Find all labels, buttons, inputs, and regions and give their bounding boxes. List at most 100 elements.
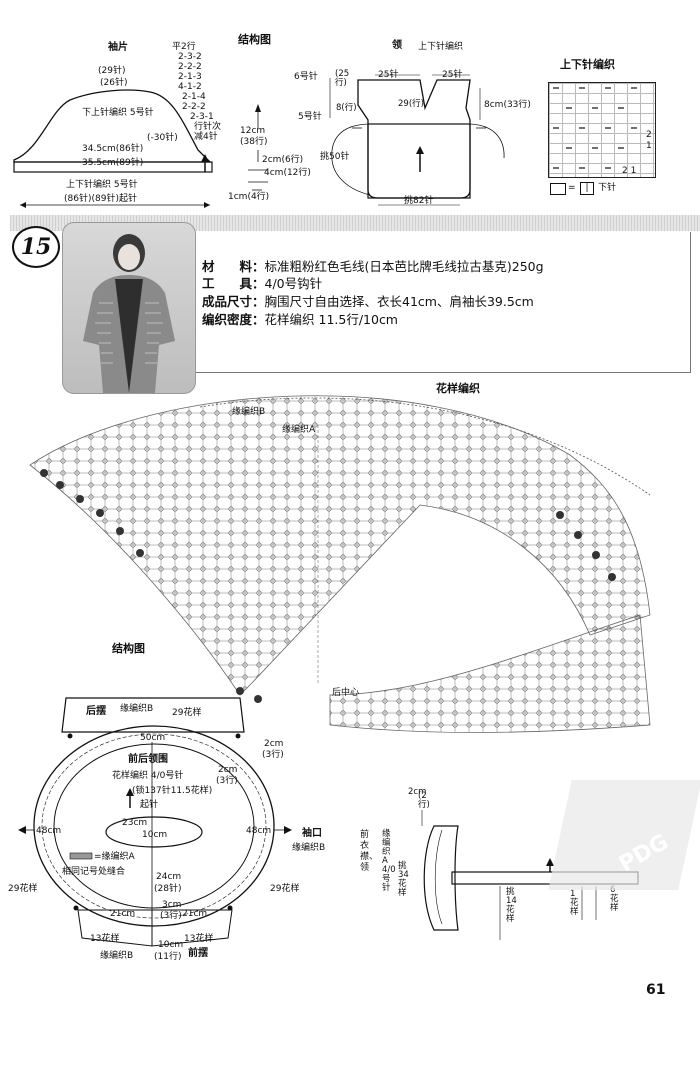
spec-label: 编织密度： (202, 312, 265, 327)
spec-value: 花样编织 11.5行/10cm (264, 312, 398, 327)
rows-3-inner: (3行) (216, 776, 238, 786)
step: 2-1-3 (178, 72, 202, 82)
chart-col-nums: 2 1 (622, 166, 637, 176)
edge-b-label: 缘编织B (232, 407, 266, 417)
spec-row-tools: 工 具：4/0号钩针 (202, 276, 322, 292)
project-number-badge: 15 (12, 226, 60, 268)
pattern-29-left: 29花样 (8, 884, 38, 894)
lace-chart-title: 花样编织 (436, 382, 480, 395)
minus-30: (-30针) (147, 133, 178, 143)
rows-25: (25行) (335, 69, 350, 88)
lace-lower-band (329, 614, 651, 733)
pick-82: 挑82针 (404, 196, 434, 206)
pattern-1: 1花样 (570, 889, 579, 917)
step: 2-3-1 (190, 112, 214, 122)
spec-value: 4/0号钩针 (264, 276, 323, 291)
legend-seam: 相同记号处缝合 (62, 867, 126, 877)
pattern-13-right: 13花样 (184, 934, 214, 944)
front-hem-label: 前摆 (188, 948, 208, 959)
structure-title-top: 结构图 (238, 33, 271, 46)
collar-body (367, 123, 471, 199)
pattern-6: 6花样 (610, 885, 619, 913)
sleeve-outline (13, 89, 212, 163)
chart-row-2: 2 (646, 130, 652, 140)
ribbing-label: 上下针编织 5号针 (66, 180, 138, 190)
neck-pattern-label: 花样编织 4/0号针 (112, 771, 184, 781)
rows-3-front: (3行) (160, 911, 182, 921)
step: 减4针 (194, 132, 218, 142)
width-50: 50cm (140, 733, 166, 743)
body-structure-diagram (18, 697, 292, 947)
increase-steps: 平2行 2-3-2 2-2-2 2-1-3 4-1-2 2-1-4 2-2-2 … (172, 42, 222, 142)
rows-3-right: (3行) (262, 750, 284, 760)
structure-title-bottom: 结构图 (112, 642, 145, 655)
spec-label: 工 具： (202, 276, 265, 291)
pattern-29-top: 29花样 (172, 708, 202, 718)
spec-row-gauge: 编织密度：花样编织 11.5行/10cm (202, 312, 398, 328)
sleeve-diagram (13, 74, 505, 208)
sleeve-cuff-band (13, 161, 213, 173)
spec-value: 胸围尺寸自由选择、衣长41cm、肩袖长39.5cm (264, 294, 534, 309)
width-2cm-front: 2cm (408, 787, 427, 797)
inner-23: 23cm (122, 818, 148, 828)
pattern-29-right: 29花样 (270, 884, 300, 894)
edge-a-label: 缘编织A (282, 425, 316, 435)
collar-subtitle: 上下针编织 (418, 42, 464, 52)
step: 平2行 (172, 42, 196, 52)
height-38rows: (38行) (240, 137, 268, 147)
watermark-shape (548, 780, 700, 890)
sleeve-pattern-label: 下上针编织 5号针 (82, 108, 154, 118)
back-center-label: 后中心 (332, 688, 360, 698)
back-hem-label: 后摆 (86, 706, 106, 717)
stitches-28: (28针) (154, 884, 182, 894)
front-edge-label: 缘编织A 4/0号针 (382, 829, 396, 893)
collar-title: 领 (392, 40, 402, 51)
count-29: (29针) (98, 66, 126, 76)
step: 2-2-2 (182, 102, 206, 112)
neck-title: 前后领围 (128, 754, 168, 765)
rows-29: 29(行) (398, 99, 424, 109)
height-2cm: 2cm(6行) (262, 155, 304, 165)
needle-6: 6号针 (294, 72, 318, 82)
width-21-left: 21cm (110, 909, 136, 919)
spec-label: 材 料： (202, 259, 265, 274)
edge-b-top: 缘编织B (120, 704, 154, 714)
stitch-chart-grid (548, 82, 656, 178)
legend-knit-box: | (580, 182, 594, 195)
width-1cm: 1cm(4行) (228, 192, 270, 202)
width-34: 34.5cm(86针) (82, 144, 144, 154)
stitches-25-left: 25针 (378, 70, 399, 80)
height-24: 24cm (156, 872, 182, 882)
edge-b-bottom: 缘编织B (100, 951, 134, 961)
pick-14: 挑14花样 (506, 887, 517, 924)
step: 行针次 (194, 122, 222, 132)
height-4cm: 4cm(12行) (264, 168, 311, 178)
sleeve-label: 袖片 (108, 42, 128, 53)
pattern-13-left: 13花样 (90, 934, 120, 944)
count-26: (26针) (100, 78, 128, 88)
pick-34: 挑34花样 (398, 861, 409, 898)
chart-row-1: 1 (646, 141, 652, 151)
width-3cm: 3cm (162, 900, 182, 910)
side-48-left: 48cm (36, 826, 62, 836)
cuff-edge-label: 缘编织B (292, 843, 326, 853)
rows-8: 8(行) (336, 103, 357, 113)
legend-edge-a: =缘编织A (94, 852, 135, 862)
spec-row-materials: 材 料：标准粗粉红色毛线(日本芭比牌毛线拉古基克)250g (202, 259, 544, 275)
spec-value: 标准粗粉红色毛线(日本芭比牌毛线拉古基克)250g (264, 259, 544, 274)
collar-outline (357, 79, 471, 199)
stitches-25-right: 25针 (442, 70, 463, 80)
pick-50: 挑50针 (320, 152, 350, 162)
step: 2-2-2 (178, 62, 202, 72)
start-label: 起针 (140, 800, 159, 810)
rows-11: (11行) (154, 952, 182, 962)
side-8cm: 8cm(33行) (484, 100, 531, 110)
cuff-label: 袖口 (302, 828, 322, 839)
height-12cm: 12cm (240, 126, 266, 136)
stitch-chart-title: 上下针编织 (560, 58, 615, 71)
width-2cm-right: 2cm (264, 739, 284, 749)
width-21-right: 21cm (182, 909, 208, 919)
legend-knit-text: 下针 (598, 183, 617, 193)
model-figure (83, 234, 175, 393)
page-number: 61 (646, 982, 666, 998)
